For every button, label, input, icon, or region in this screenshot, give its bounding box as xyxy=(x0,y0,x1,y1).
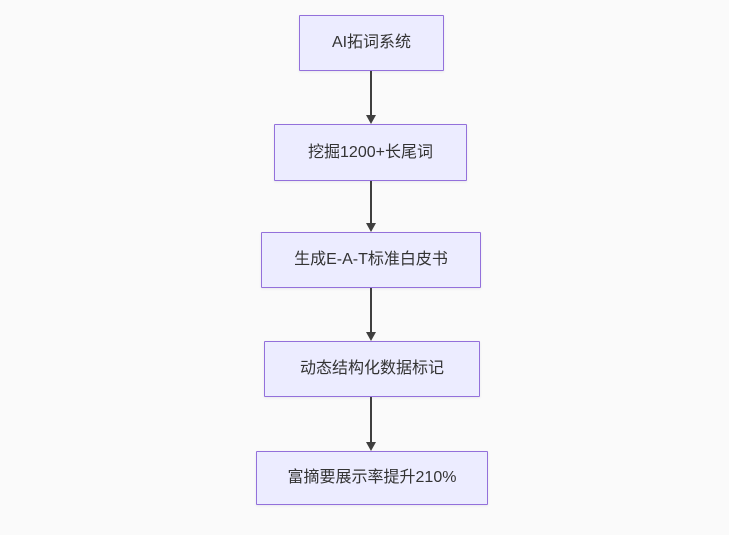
arrow-shaft xyxy=(369,181,372,224)
flow-node-label: 动态结构化数据标记 xyxy=(299,360,444,378)
flow-edge-2 xyxy=(364,181,377,232)
flow-edge-4 xyxy=(364,397,377,451)
flow-node-ai-keyword-system: AI拓词系统 xyxy=(299,15,444,71)
flow-edge-1 xyxy=(364,71,377,124)
arrow-shaft xyxy=(369,397,372,443)
arrow-shaft xyxy=(369,288,372,333)
arrow-down-icon xyxy=(365,115,376,124)
flow-node-label: 富摘要展示率提升210% xyxy=(287,469,457,487)
flow-node-longtail-mining: 挖掘1200+长尾词 xyxy=(274,124,467,181)
arrow-down-icon xyxy=(365,223,376,232)
flow-node-rich-snippet-result: 富摘要展示率提升210% xyxy=(256,451,488,505)
flow-node-label: AI拓词系统 xyxy=(331,34,412,52)
flow-node-label: 生成E-A-T标准白皮书 xyxy=(294,251,448,269)
flow-node-eat-whitepaper: 生成E-A-T标准白皮书 xyxy=(261,232,481,288)
arrow-shaft xyxy=(369,71,372,116)
flow-edge-3 xyxy=(364,288,377,341)
flow-node-structured-data-markup: 动态结构化数据标记 xyxy=(264,341,480,397)
arrow-down-icon xyxy=(365,332,376,341)
flow-node-label: 挖掘1200+长尾词 xyxy=(308,143,433,161)
arrow-down-icon xyxy=(365,442,376,451)
